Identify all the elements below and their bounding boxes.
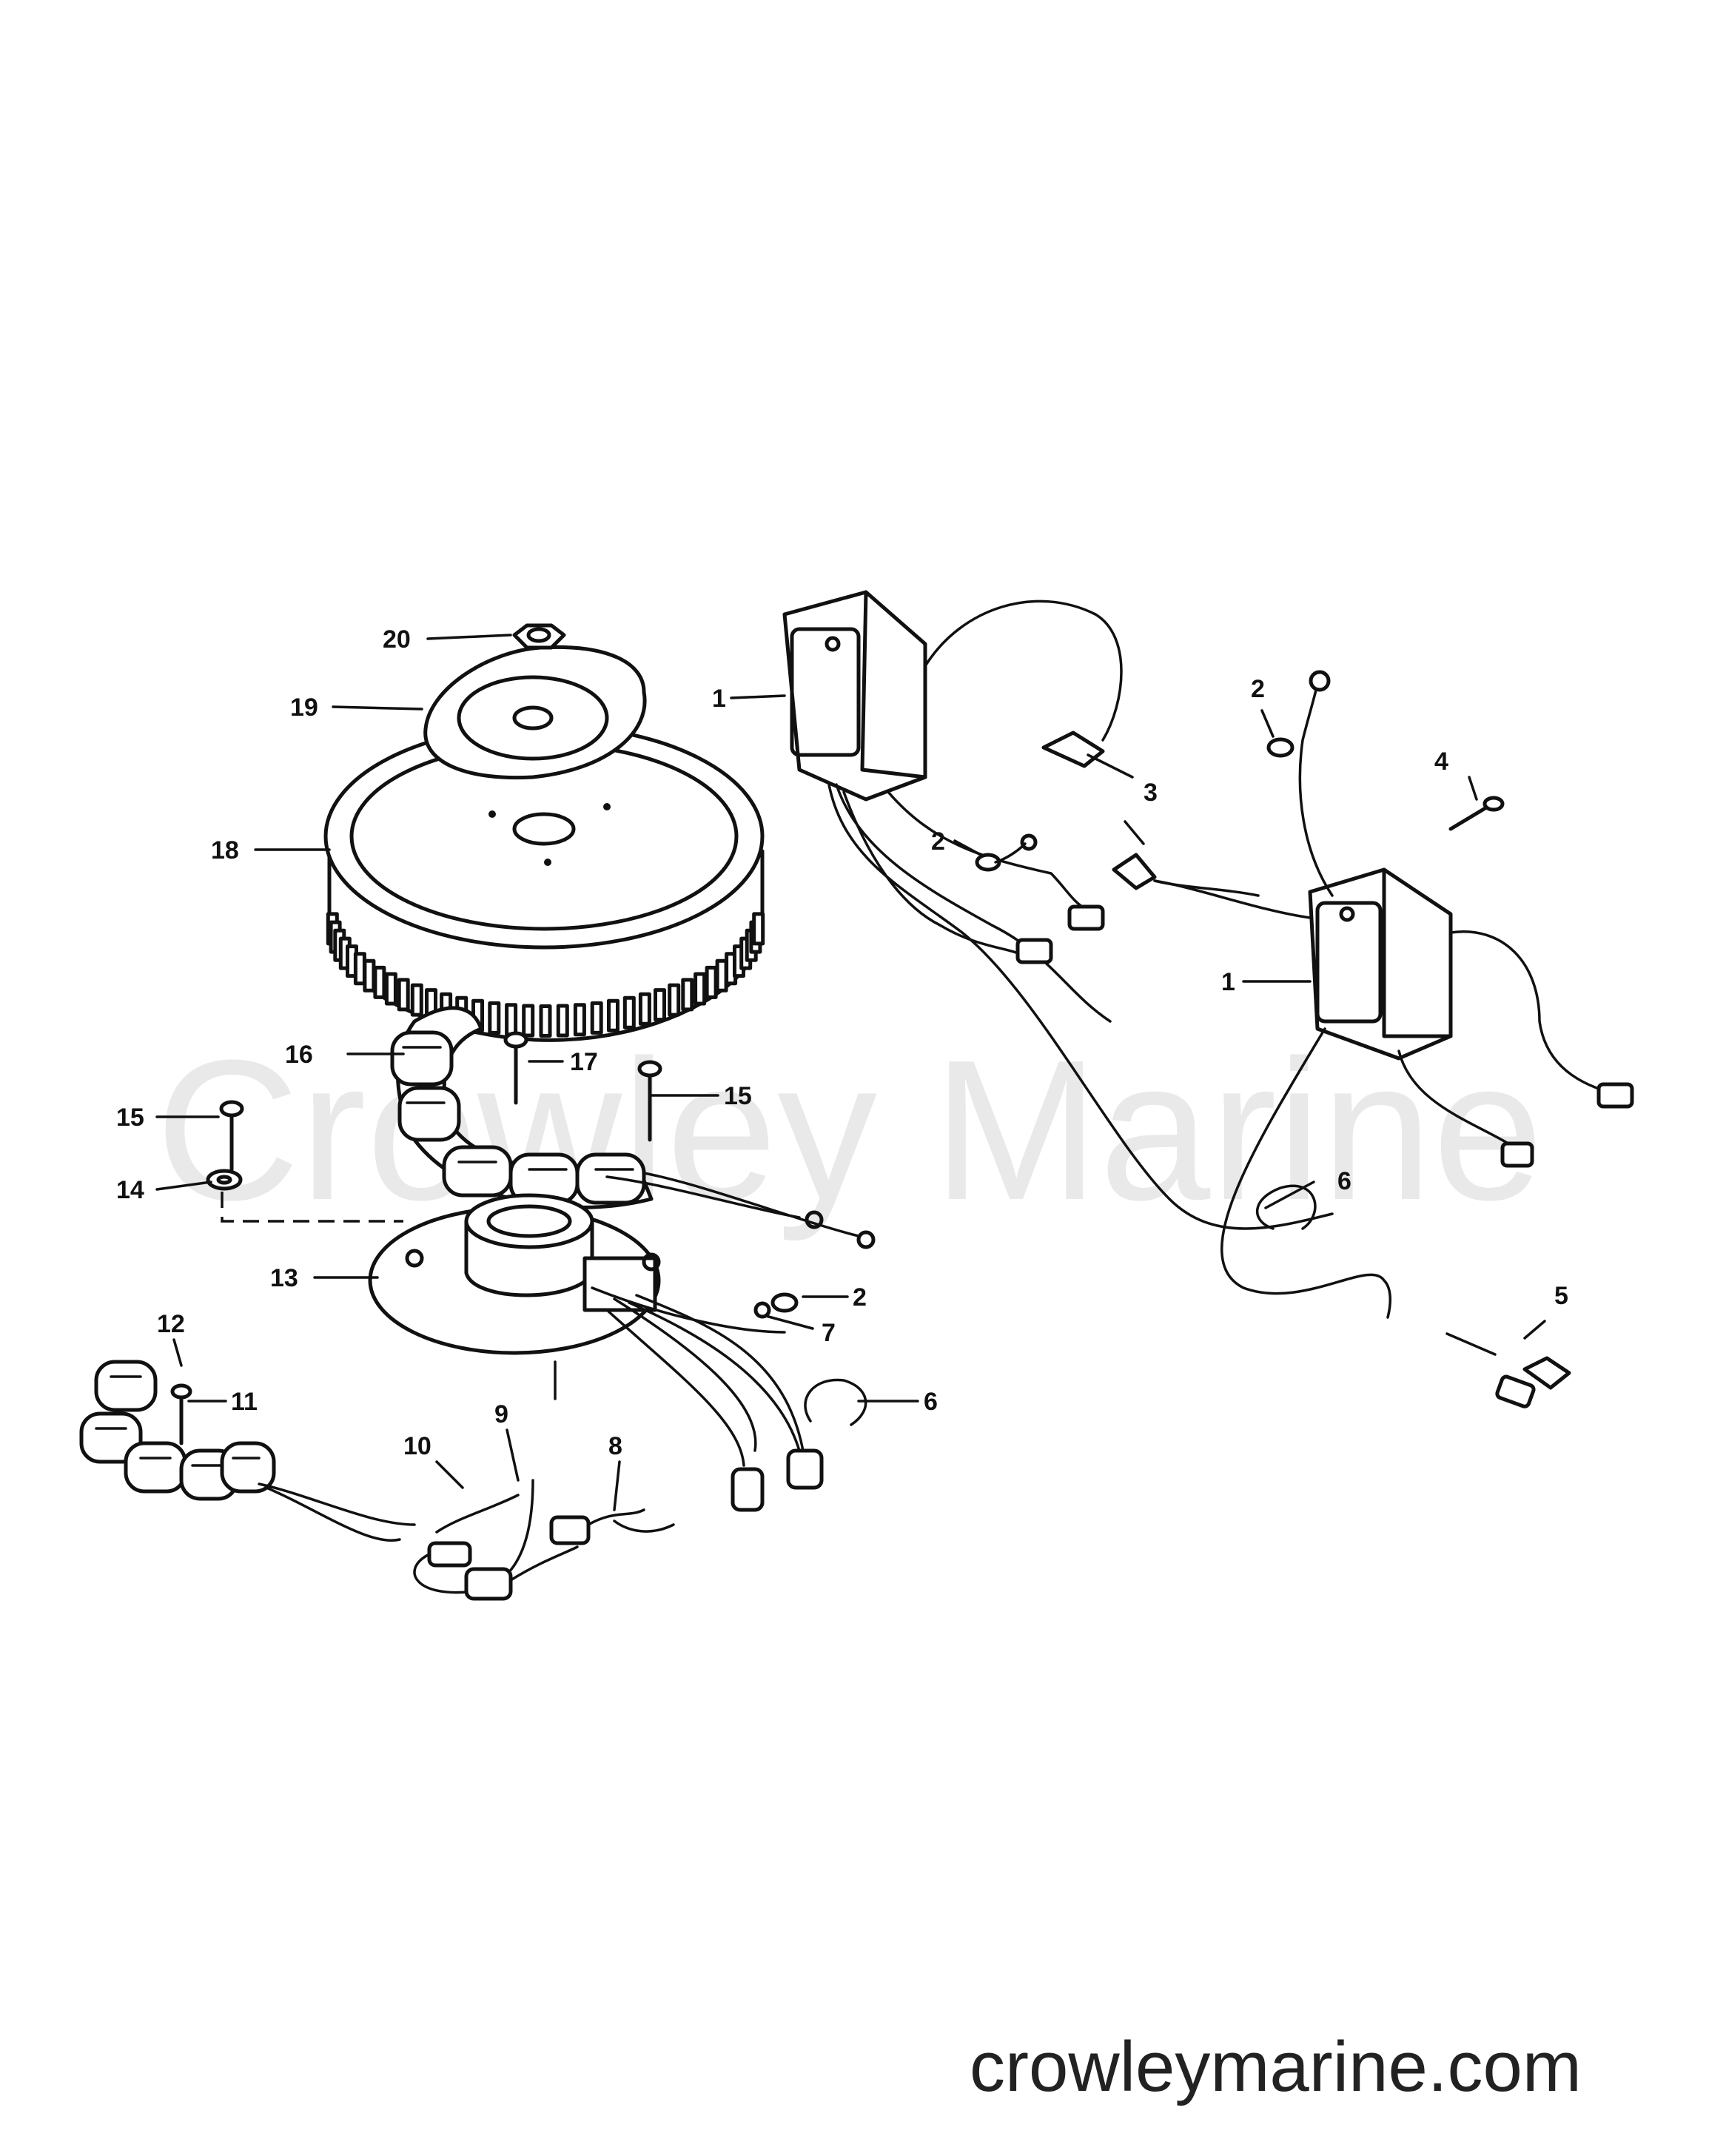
gear-tooth <box>363 958 376 993</box>
charge-coil-part-12 <box>79 1360 416 1542</box>
gear-tooth <box>752 912 765 946</box>
gear-tooth <box>373 965 386 999</box>
callout-5: 5 <box>1554 1282 1568 1310</box>
screw-part-4 <box>1448 796 1505 831</box>
gear-tooth <box>539 1004 552 1038</box>
callout-labels: 20 19 18 17 16 15 15 14 13 12 11 10 9 8 … <box>116 625 1568 1460</box>
stator-coil-part-16 <box>390 1006 654 1209</box>
harness-leads-parts-8-9-10 <box>413 1479 675 1601</box>
gear-tooth <box>622 995 636 1030</box>
callout-2-top: 2 <box>1251 675 1265 703</box>
gear-tooth <box>488 1001 501 1035</box>
assembly-dashed-line <box>221 1192 403 1223</box>
screw-part-15-left <box>219 1100 244 1172</box>
spark-plug-boot-part-3 <box>1112 853 1260 897</box>
callout-15-right: 15 <box>724 1082 752 1110</box>
gear-tooth <box>590 1001 603 1035</box>
power-pack-part-1-upper <box>782 590 1334 1230</box>
gear-tooth <box>410 983 423 1017</box>
gear-tooth <box>556 1004 569 1038</box>
gear-tooth <box>573 1003 586 1037</box>
callout-17: 17 <box>570 1048 598 1076</box>
flywheel-part-18 <box>323 723 765 1042</box>
callout-10: 10 <box>403 1432 432 1460</box>
callout-7: 7 <box>822 1319 836 1347</box>
gear-tooth <box>654 988 666 1022</box>
gear-tooth <box>668 983 681 1017</box>
callout-2-left: 2 <box>931 827 945 856</box>
callout-19: 19 <box>290 694 318 722</box>
stator-wires <box>591 1172 876 1512</box>
washer-part-2-stator <box>753 1292 799 1319</box>
watermark-text: Crowley Marine <box>155 1019 1544 1243</box>
screw-part-15-right <box>637 1060 662 1142</box>
screw-part-17 <box>503 1031 528 1105</box>
gear-tooth <box>681 978 694 1012</box>
callout-16: 16 <box>285 1041 313 1069</box>
washer-part-14 <box>206 1169 243 1191</box>
callout-9: 9 <box>494 1400 508 1428</box>
gear-tooth <box>694 972 707 1006</box>
gear-tooth <box>505 1003 518 1037</box>
callout-1-upper: 1 <box>712 685 726 713</box>
stator-plate-part-13 <box>368 1193 661 1400</box>
tie-strap-part-6-upper <box>1255 1184 1317 1230</box>
gear-tooth <box>384 972 397 1006</box>
flywheel-ring-gear-teeth <box>326 912 765 1038</box>
tie-strap-part-6-lower <box>804 1378 867 1426</box>
washer-part-2-top <box>1266 737 1294 758</box>
flywheel-plate-part-19 <box>423 645 647 780</box>
gear-tooth <box>397 978 410 1012</box>
nut-part-20 <box>512 623 566 650</box>
callout-14: 14 <box>116 1176 144 1204</box>
leader-lines <box>155 634 1546 1511</box>
power-pack-part-1-lower <box>1153 670 1634 1319</box>
callout-1-lower: 1 <box>1221 968 1235 996</box>
site-footer-text: crowleymarine.com <box>970 2027 1582 2106</box>
callout-11: 11 <box>231 1388 258 1416</box>
callout-4: 4 <box>1434 748 1448 776</box>
gear-tooth <box>705 965 718 999</box>
gear-tooth <box>607 998 619 1032</box>
sensor-part-5 <box>1495 1356 1571 1408</box>
callout-12: 12 <box>157 1310 185 1338</box>
callout-6-lower: 6 <box>924 1388 938 1416</box>
callout-15-left: 15 <box>116 1104 144 1132</box>
callout-8: 8 <box>608 1432 622 1460</box>
callout-20: 20 <box>383 625 411 654</box>
callout-13: 13 <box>270 1264 298 1292</box>
callout-6-upper: 6 <box>1337 1167 1351 1195</box>
washer-part-2-left <box>975 833 1038 872</box>
gear-tooth <box>522 1004 535 1038</box>
callout-18: 18 <box>211 836 239 864</box>
callout-3: 3 <box>1144 779 1158 807</box>
gear-tooth <box>638 992 651 1026</box>
callout-2-stator: 2 <box>853 1283 867 1312</box>
screw-part-11 <box>170 1383 192 1445</box>
